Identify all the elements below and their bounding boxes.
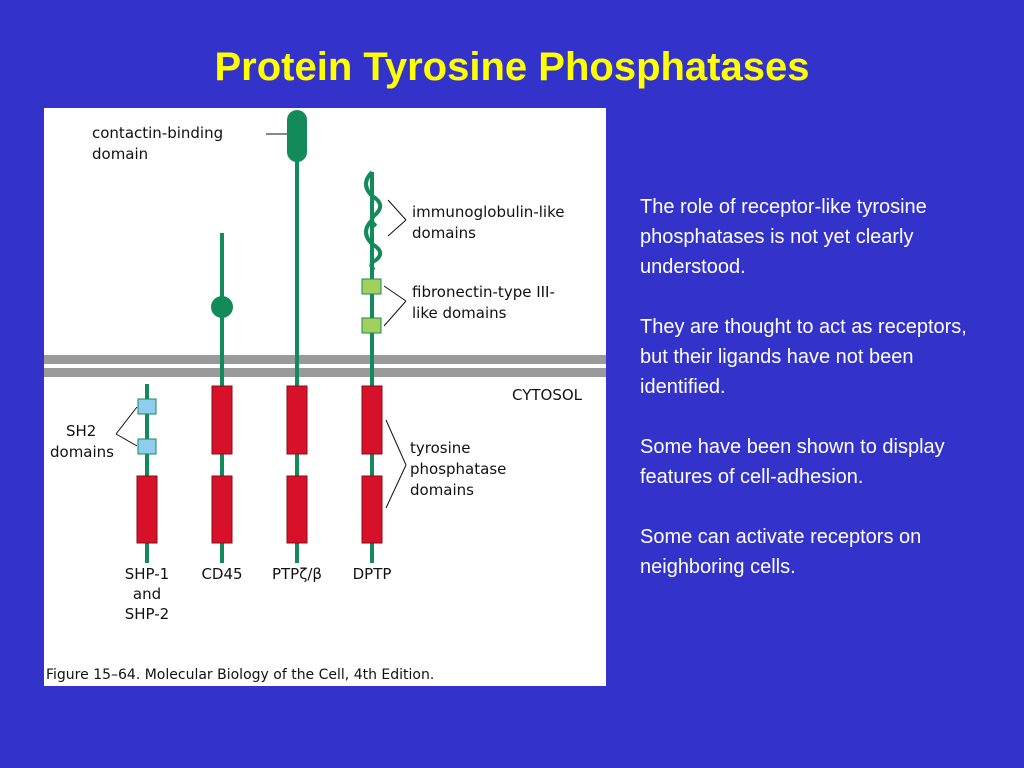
phosphatase-diagram: contactin-binding domain immunoglobulin-… — [44, 110, 606, 683]
dptp-protein — [361, 170, 383, 563]
tp-label-3: domains — [410, 481, 474, 499]
sh2-domain — [137, 438, 157, 455]
phosphatase-figure: contactin-binding domain immunoglobulin-… — [44, 108, 606, 686]
ptp-label: PTPζ/β — [272, 565, 322, 583]
sh2-label-1: SH2 — [66, 422, 96, 440]
leader-lines — [115, 133, 407, 509]
contactin-label-2: domain — [92, 145, 148, 163]
sh2-domain — [137, 398, 157, 415]
fn-label-1: fibronectin-type III- — [412, 283, 555, 301]
description-text: The role of receptor-like tyrosine phosp… — [640, 192, 985, 612]
ptp-zeta-beta-protein — [286, 110, 308, 563]
shp-label-1: SHP-1 — [125, 565, 169, 583]
phosphatase-domain — [136, 475, 158, 544]
fibronectin-domain — [361, 278, 382, 295]
cd45-label: CD45 — [201, 565, 242, 583]
dptp-label: DPTP — [353, 565, 392, 583]
phosphatase-domain — [286, 385, 308, 455]
cytosol-label: CYTOSOL — [512, 386, 583, 404]
phosphatase-domain — [286, 475, 308, 544]
paragraph-3: Some have been shown to display features… — [640, 436, 945, 488]
ig-label-1: immunoglobulin-like — [412, 203, 564, 221]
tp-label-2: phosphatase — [410, 460, 506, 478]
fibronectin-domain — [361, 317, 382, 334]
paragraph-2: They are thought to act as receptors, bu… — [640, 316, 967, 398]
phosphatase-domain — [211, 475, 233, 544]
phosphatase-domain — [361, 475, 383, 544]
phosphatase-domain — [361, 385, 383, 455]
tp-label-1: tyrosine — [410, 439, 471, 457]
shp-protein — [136, 384, 158, 563]
contactin-label-1: contactin-binding — [92, 124, 223, 142]
shp-label-2: and — [133, 585, 161, 603]
figure-caption: Figure 15–64. Molecular Biology of the C… — [46, 667, 434, 683]
slide-title: Protein Tyrosine Phosphatases — [214, 45, 810, 89]
cd45-protein — [211, 233, 233, 563]
paragraph-1: The role of receptor-like tyrosine phosp… — [640, 196, 927, 278]
contactin-binding-domain — [287, 110, 307, 162]
shp-label-3: SHP-2 — [125, 605, 169, 623]
globular-domain — [211, 296, 233, 318]
fn-label-2: like domains — [412, 304, 507, 322]
ig-label-2: domains — [412, 224, 476, 242]
paragraph-4: Some can activate receptors on neighbori… — [640, 526, 922, 578]
plasma-membrane — [44, 355, 606, 377]
phosphatase-domain — [211, 385, 233, 455]
sh2-label-2: domains — [50, 443, 114, 461]
ig-like-domain — [364, 218, 383, 272]
